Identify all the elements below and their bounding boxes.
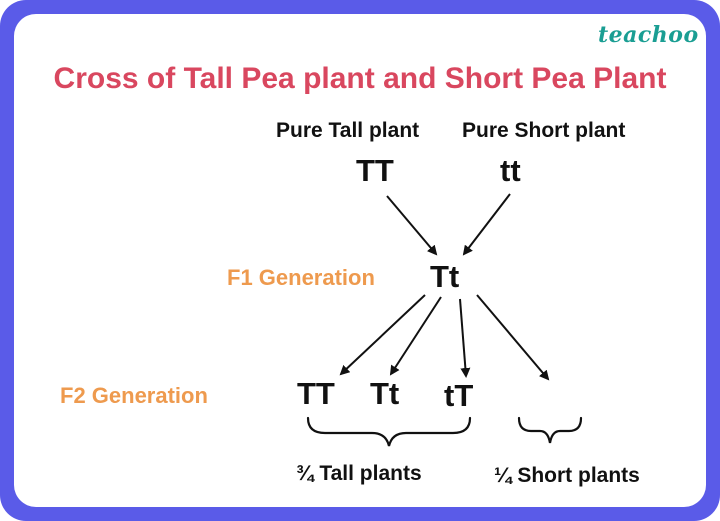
f1-genotype: Tt bbox=[430, 259, 460, 294]
pure-short-label: Pure Short plant bbox=[462, 119, 626, 142]
arrow-f1-to-tt bbox=[339, 294, 426, 376]
parent-short-genotype: tt bbox=[500, 153, 521, 188]
tall-plants-brace bbox=[306, 416, 472, 447]
teachoo-logo: teachoo bbox=[598, 22, 699, 48]
short-plants-summary: ¼ Short plants bbox=[494, 464, 640, 487]
arrow-tall-to-f1 bbox=[386, 195, 438, 256]
arrow-short-to-f1 bbox=[462, 193, 511, 256]
diagram-canvas bbox=[14, 14, 706, 507]
f2-genotype-3: tT bbox=[444, 378, 474, 413]
f2-genotype-1: TT bbox=[297, 376, 335, 411]
f2-genotype-2: Tt bbox=[370, 376, 400, 411]
f1-generation-label: F1 Generation bbox=[227, 265, 375, 290]
arrow-f1-to-tt-rev bbox=[459, 298, 471, 378]
arrow-f1-to-short bbox=[476, 294, 550, 381]
tall-plants-summary: ¾ Tall plants bbox=[296, 462, 422, 485]
pure-tall-label: Pure Tall plant bbox=[276, 119, 420, 142]
parent-tall-genotype: TT bbox=[356, 153, 394, 188]
short-plants-brace bbox=[517, 416, 583, 444]
f2-generation-label: F2 Generation bbox=[60, 383, 208, 408]
diagram-title: Cross of Tall Pea plant and Short Pea Pl… bbox=[53, 62, 667, 95]
arrow-f1-to-tt-het bbox=[389, 296, 442, 376]
